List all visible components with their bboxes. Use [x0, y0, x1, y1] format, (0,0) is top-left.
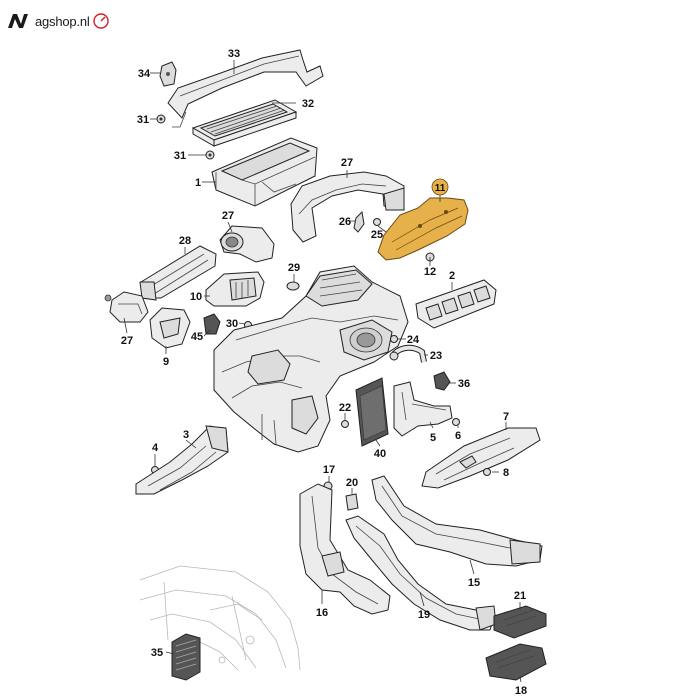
callout-17[interactable]: 17	[323, 464, 335, 476]
callout-34[interactable]: 34	[138, 68, 151, 80]
part-5-duct[interactable]	[393, 381, 453, 437]
callout-5[interactable]: 5	[430, 432, 436, 444]
callout-21[interactable]: 21	[514, 590, 526, 602]
callout-9[interactable]: 9	[163, 356, 169, 368]
part-3-duct[interactable]	[135, 425, 229, 495]
part-12-screw[interactable]	[425, 252, 435, 264]
callout-11[interactable]: 11	[435, 183, 446, 194]
callout-18[interactable]: 18	[515, 685, 527, 697]
callout-31-upper[interactable]: 31	[137, 114, 149, 126]
part-6-screw[interactable]	[452, 418, 460, 426]
callout-27-upper[interactable]: 27	[341, 157, 353, 169]
callout-32[interactable]: 32	[302, 98, 314, 110]
part-33-top-duct[interactable]	[167, 49, 324, 128]
part-35-vent[interactable]	[171, 633, 201, 681]
brand-logo[interactable]: agshop.nl	[8, 10, 110, 32]
part-32-filter-frame[interactable]	[191, 99, 298, 147]
brand-mark-icon	[8, 14, 28, 28]
part-2-vent-frame[interactable]	[415, 279, 497, 329]
part-31-screw-lower[interactable]	[205, 150, 215, 160]
callout-29[interactable]: 29	[288, 262, 300, 274]
part-27-elbow[interactable]	[219, 225, 275, 263]
part-28-long-duct[interactable]	[139, 245, 217, 301]
callout-26[interactable]: 26	[339, 216, 351, 228]
callout-7[interactable]: 7	[503, 411, 509, 423]
callout-12[interactable]: 12	[424, 266, 436, 278]
callout-labels: 33 34 32 31 31 1 27 11 26 25 12 27 28 29…	[121, 48, 527, 697]
part-24-clip[interactable]	[390, 335, 398, 343]
callout-33[interactable]: 33	[228, 48, 240, 60]
callout-28[interactable]: 28	[179, 235, 191, 247]
callout-22[interactable]: 22	[339, 402, 351, 414]
part-23-hose[interactable]	[389, 344, 427, 363]
part-36-connector[interactable]	[433, 371, 451, 391]
part-45-actuator[interactable]	[203, 313, 221, 335]
part-22-screw[interactable]	[341, 420, 349, 428]
leader-lines	[123, 60, 522, 683]
callout-24[interactable]: 24	[407, 334, 420, 346]
part-20-clip[interactable]	[345, 493, 359, 511]
part-31-screw-upper[interactable]	[156, 114, 166, 124]
part-21-vent[interactable]	[493, 605, 547, 639]
callout-10[interactable]: 10	[190, 291, 202, 303]
part-25-screw[interactable]	[373, 218, 381, 226]
part-7-cover[interactable]	[421, 427, 541, 489]
callout-40[interactable]: 40	[374, 448, 386, 460]
callout-36[interactable]: 36	[458, 378, 470, 390]
main-hvac-unit[interactable]	[213, 265, 409, 453]
callout-15[interactable]: 15	[468, 577, 480, 589]
callout-2[interactable]: 2	[449, 270, 455, 282]
callout-30[interactable]: 30	[226, 318, 238, 330]
part-11-highlighted-component[interactable]	[377, 197, 469, 261]
brand-logo-text: agshop.nl	[35, 13, 90, 29]
part-40-panel[interactable]	[355, 377, 389, 447]
callout-4[interactable]: 4	[152, 442, 159, 454]
callout-35[interactable]: 35	[151, 647, 163, 659]
part-18-vent[interactable]	[485, 643, 547, 681]
callout-27-elbow[interactable]: 27	[222, 210, 234, 222]
part-27-bracket-left[interactable]	[104, 291, 149, 323]
part-10-vent[interactable]	[205, 271, 265, 307]
callout-19[interactable]: 19	[418, 609, 430, 621]
callout-31-lower[interactable]: 31	[174, 150, 186, 162]
part-15-floor-duct[interactable]	[371, 475, 543, 567]
part-19-floor-duct[interactable]	[345, 515, 497, 631]
speedometer-icon	[92, 13, 109, 29]
callout-11-badge	[431, 178, 449, 196]
part-9-housing[interactable]	[149, 307, 191, 349]
part-26-bracket[interactable]	[353, 210, 365, 233]
part-27-upper-duct[interactable]	[290, 171, 405, 243]
callout-25[interactable]: 25	[371, 229, 383, 241]
callout-27-bracket[interactable]: 27	[121, 335, 133, 347]
callout-6[interactable]: 6	[455, 430, 461, 442]
callout-23[interactable]: 23	[430, 350, 442, 362]
callout-45[interactable]: 45	[191, 331, 203, 343]
callout-1[interactable]: 1	[195, 177, 201, 189]
callout-20[interactable]: 20	[346, 477, 358, 489]
part-1-filter-housing[interactable]	[211, 137, 318, 207]
callout-3[interactable]: 3	[183, 429, 189, 441]
part-8-screw[interactable]	[483, 468, 491, 476]
part-29-grommet[interactable]	[286, 281, 300, 291]
part-16-floor-duct[interactable]	[299, 483, 391, 615]
part-34-clip[interactable]	[159, 61, 177, 87]
vehicle-body-outline	[139, 565, 301, 671]
callout-8[interactable]: 8	[503, 467, 509, 479]
callout-16[interactable]: 16	[316, 607, 328, 619]
